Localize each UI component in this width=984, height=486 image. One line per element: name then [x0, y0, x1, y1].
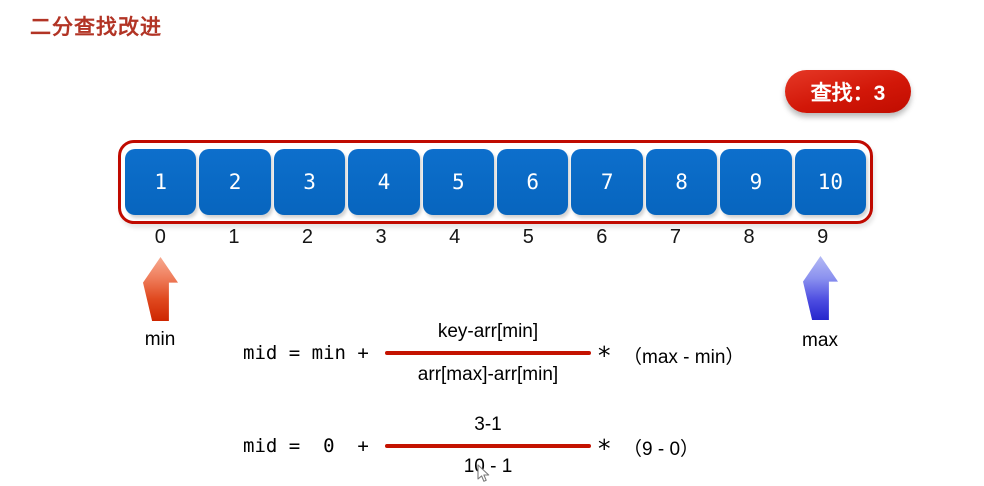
array-cell: 5 — [422, 149, 495, 215]
array-cell: 7 — [571, 149, 643, 215]
formula-general-numerator: key-arr[min] — [437, 321, 539, 342]
array-index-label: 2 — [301, 226, 314, 248]
formula-concrete-denominator: 10 - 1 — [463, 456, 513, 477]
formula-concrete-multiply-operator: * — [598, 434, 611, 463]
array-cell: 2 — [199, 149, 271, 215]
array-index-label: 3 — [375, 226, 387, 248]
max-pointer-up-arrow-icon — [803, 256, 838, 320]
formula-concrete-lhs: mid = 0 + — [243, 435, 369, 457]
min-pointer-up-arrow-icon — [143, 257, 178, 321]
array-index-row: 0 1 2 3 4 5 6 7 8 9 — [118, 226, 865, 249]
formula-concrete-rhs: （9 - 0） — [623, 439, 700, 460]
mouse-cursor-icon — [477, 464, 490, 482]
formula-general-denominator: arr[max]-arr[min] — [417, 364, 559, 385]
array-cell: 4 — [348, 149, 420, 215]
array-cell: 6 — [497, 149, 569, 215]
search-key-label: 查找：3 — [810, 81, 886, 105]
formula-general-multiply-operator: * — [598, 341, 611, 370]
formula-general-rhs: （max - min） — [623, 347, 745, 368]
array-index-label: 9 — [817, 226, 829, 248]
array-index-label: 4 — [449, 226, 461, 248]
max-pointer-label: max — [802, 330, 838, 351]
array-cell: 8 — [645, 149, 718, 215]
array-cell: 3 — [273, 149, 346, 215]
array-cell: 9 — [720, 149, 792, 215]
array-index-label: 5 — [522, 226, 534, 248]
array-index-label: 0 — [154, 226, 166, 248]
search-key-badge: 查找：3 — [785, 70, 911, 113]
formula-concrete-numerator: 3-1 — [474, 414, 502, 435]
array-index-label: 6 — [596, 226, 608, 248]
array-cell: 1 — [125, 149, 197, 215]
formula-general-lhs: mid = min + — [243, 342, 369, 364]
array-cell: 10 — [794, 149, 867, 215]
array-index-label: 7 — [669, 226, 682, 248]
formula-concrete-fraction-bar — [385, 444, 591, 448]
array-index-label: 1 — [228, 226, 240, 248]
array-index-label: 8 — [743, 226, 755, 248]
min-pointer-label: min — [144, 329, 176, 350]
formula-general-fraction-bar — [385, 351, 591, 355]
page-title: 二分查找改进 — [30, 16, 162, 39]
